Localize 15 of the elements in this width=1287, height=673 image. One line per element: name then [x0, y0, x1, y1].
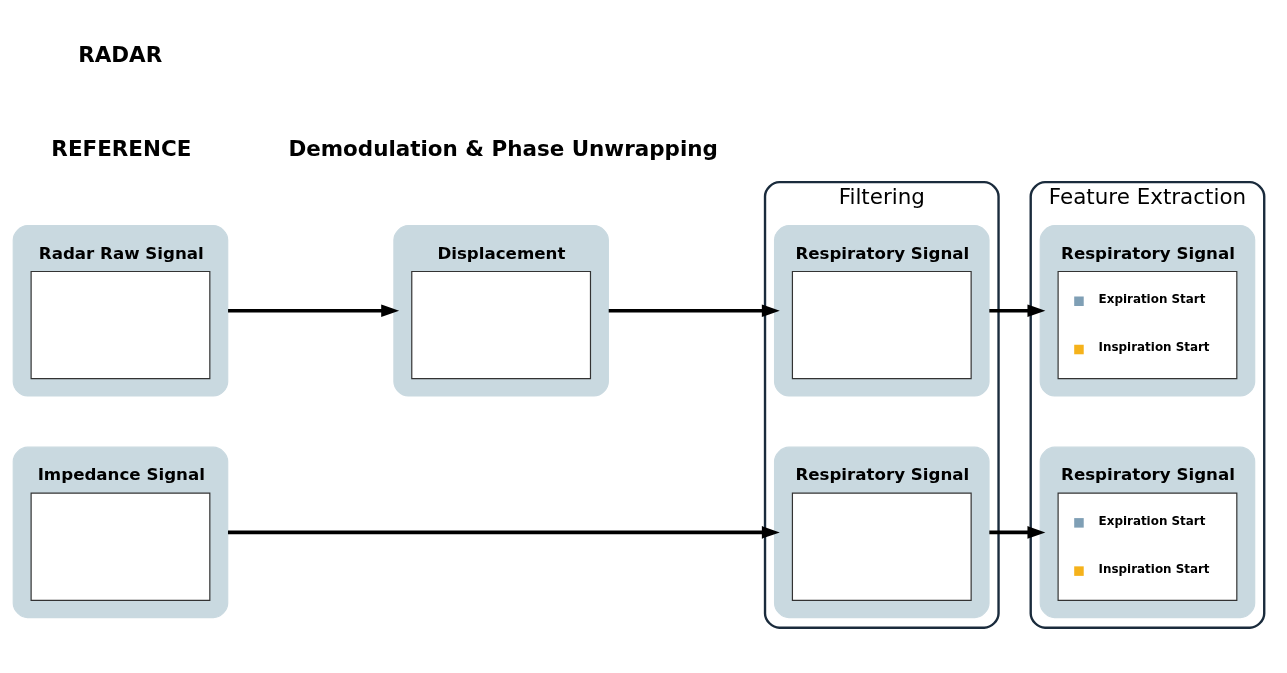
node-box: Impedance Signal [12, 446, 229, 618]
label: RADAR [78, 41, 163, 67]
node-box: Respiratory Signal [773, 446, 990, 618]
arrow [989, 304, 1046, 317]
label: Demodulation & Phase Unwrapping [288, 135, 718, 161]
arrow [228, 525, 780, 539]
node-box: Respiratory Signal Expiration Start Inspiration Start [1039, 446, 1256, 618]
arrow [989, 525, 1046, 539]
node-box: Respiratory Signal Expiration Start Inspiration Start [1039, 224, 1256, 397]
label: REFERENCE [51, 135, 192, 161]
node-box: Radar Raw Signal [12, 224, 229, 397]
arrow [608, 304, 780, 317]
arrow [228, 304, 400, 317]
node-box: Displacement [393, 224, 609, 397]
node-box: Respiratory Signal [773, 224, 990, 397]
